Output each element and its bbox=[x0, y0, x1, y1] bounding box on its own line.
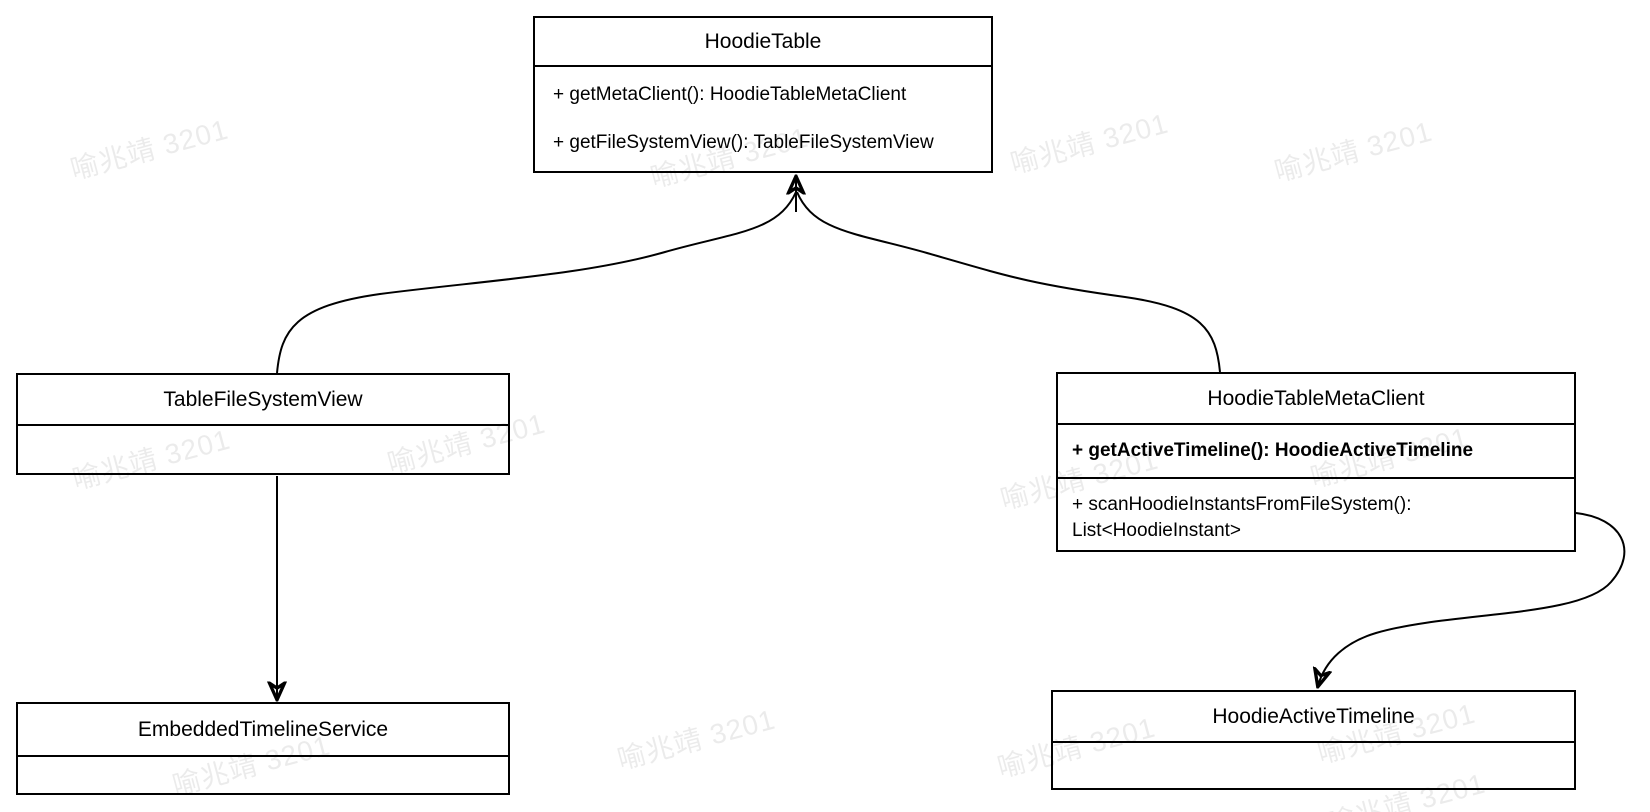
class-title-tablefilesystemview: TableFileSystemView bbox=[18, 375, 508, 426]
class-hoodietable[interactable]: HoodieTable + getMetaClient(): HoodieTab… bbox=[533, 16, 993, 173]
method-getactivetimeline: + getActiveTimeline(): HoodieActiveTimel… bbox=[1058, 425, 1574, 479]
edge-metaclient-to-hoodietable bbox=[796, 191, 1221, 373]
class-title-embeddedtimelineservice: EmbeddedTimelineService bbox=[18, 704, 508, 757]
method-getfilesystemview: + getFileSystemView(): TableFileSystemVi… bbox=[553, 132, 934, 153]
methods-compartment: + getMetaClient(): HoodieTableMetaClient… bbox=[535, 67, 991, 154]
watermark-text: 喻兆靖 3201 bbox=[1007, 107, 1172, 180]
class-title-hoodieactivetimeline: HoodieActiveTimeline bbox=[1053, 692, 1574, 743]
watermark-text: 喻兆靖 3201 bbox=[614, 703, 779, 776]
method-getmetaclient: + getMetaClient(): HoodieTableMetaClient bbox=[553, 84, 907, 105]
class-hoodietablemetaclient[interactable]: HoodieTableMetaClient + getActiveTimelin… bbox=[1056, 372, 1576, 552]
class-embeddedtimelineservice[interactable]: EmbeddedTimelineService bbox=[16, 702, 510, 795]
watermark-text: 喻兆靖 3201 bbox=[1271, 115, 1436, 188]
edge-tablefilesystemview-to-hoodietable bbox=[276, 191, 797, 374]
class-hoodieactivetimeline[interactable]: HoodieActiveTimeline bbox=[1051, 690, 1576, 790]
class-title-hoodietablemetaclient: HoodieTableMetaClient bbox=[1058, 374, 1574, 425]
watermark-text: 喻兆靖 3201 bbox=[67, 113, 232, 186]
class-tablefilesystemview[interactable]: TableFileSystemView bbox=[16, 373, 510, 475]
method-scanhoodieinstants: + scanHoodieInstantsFromFileSystem(): Li… bbox=[1072, 494, 1412, 541]
class-title-hoodietable: HoodieTable bbox=[535, 18, 991, 67]
